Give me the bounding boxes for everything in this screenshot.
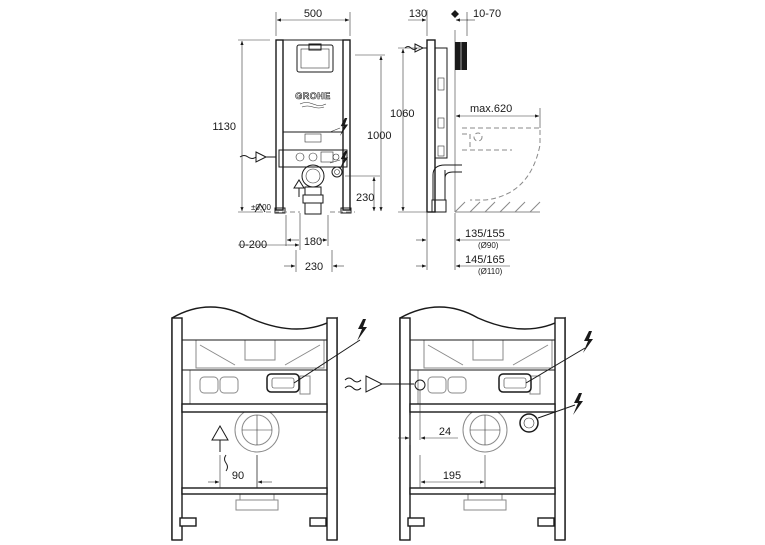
dim-bottom-width: 230 — [305, 261, 323, 273]
dim-depth: 130 — [409, 8, 427, 20]
side-frame — [426, 39, 436, 213]
dim-offset-90: 90 — [232, 470, 244, 482]
water-inlet-symbol — [239, 155, 257, 159]
grohe-logo: GROHE — [295, 91, 331, 101]
dim-inlet-spacing: 180 — [304, 236, 322, 248]
mounting-crossbar — [278, 149, 348, 168]
dim-pipe-b-diameter: (Ø110) — [478, 267, 503, 276]
power-box — [498, 373, 532, 393]
dim-outlet-height: 230 — [356, 192, 374, 204]
power-box — [266, 373, 300, 393]
side-view: 130 10-70 1060 max.620 135/155 (Ø90) 145… — [390, 8, 541, 276]
detail-right-frame-leg — [399, 317, 411, 541]
dim-floor-range: 0-200 — [239, 239, 267, 251]
dim-height: 1130 — [212, 121, 236, 133]
drain-elbow — [301, 164, 325, 188]
dim-pipe-b: 145/165 — [465, 254, 505, 266]
dim-inlet-distance: 195 — [443, 470, 461, 482]
water-inlet-symbol — [344, 385, 362, 391]
dim-pipe-a: 135/155 — [465, 228, 505, 240]
dim-depth-range: 10-70 — [473, 8, 501, 20]
cistern-body — [282, 39, 344, 133]
front-view: GROHE — [212, 8, 391, 273]
left-frame-leg — [275, 39, 284, 211]
detail-left-frame-leg — [326, 317, 338, 541]
electrical-bolt-icon — [357, 319, 367, 341]
power-connector — [519, 413, 539, 433]
dim-side-height: 1060 — [390, 108, 414, 120]
flush-plate — [296, 44, 334, 73]
dim-width: 500 — [304, 8, 322, 20]
dim-pipe-a-diameter: (Ø90) — [478, 241, 499, 250]
electrical-bolt-icon — [583, 331, 593, 353]
zero-level-label: ±0,00 — [251, 203, 272, 212]
wc-bowl-outline — [462, 127, 541, 201]
water-inlet-symbol — [224, 454, 228, 472]
power-connector — [331, 166, 343, 178]
detail-right: 24 195 — [344, 306, 593, 541]
electrical-bolt-icon — [573, 393, 583, 415]
dim-flush-height: 1000 — [367, 130, 391, 142]
detail-left: 90 — [171, 306, 367, 541]
dim-inlet-offset: 24 — [439, 426, 451, 438]
detail-left-frame-leg — [171, 317, 183, 541]
detail-right-frame-leg — [554, 317, 566, 541]
dim-max-projection: max.620 — [470, 103, 512, 115]
